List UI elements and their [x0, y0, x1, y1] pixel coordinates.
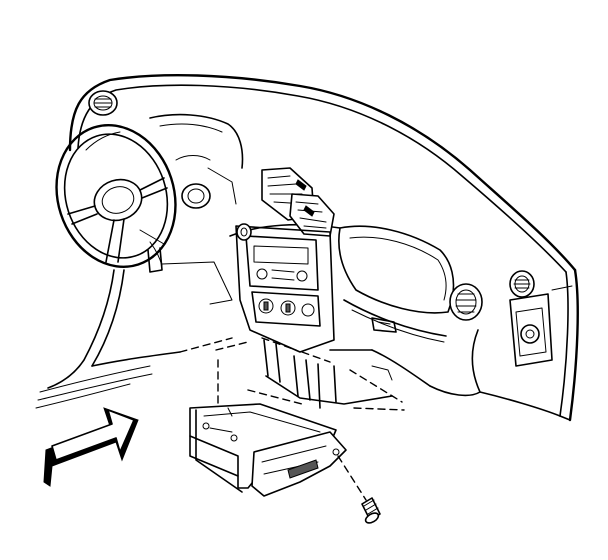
steering-wheel	[55, 124, 177, 273]
glove-box	[337, 225, 455, 343]
console-bracket-assembly	[189, 337, 405, 497]
instrument-cluster	[149, 113, 244, 209]
right-end-panel	[509, 285, 573, 367]
right-side-air-vent	[509, 270, 535, 298]
instrument-panel-outline	[68, 74, 579, 422]
left-lower-panel	[35, 261, 233, 409]
screw-icon	[337, 455, 381, 524]
left-air-vent	[88, 90, 118, 116]
passenger-air-vent	[449, 283, 483, 321]
center-stack	[235, 223, 335, 353]
center-air-vents	[261, 167, 335, 237]
forward-arrow-icon	[43, 407, 139, 487]
